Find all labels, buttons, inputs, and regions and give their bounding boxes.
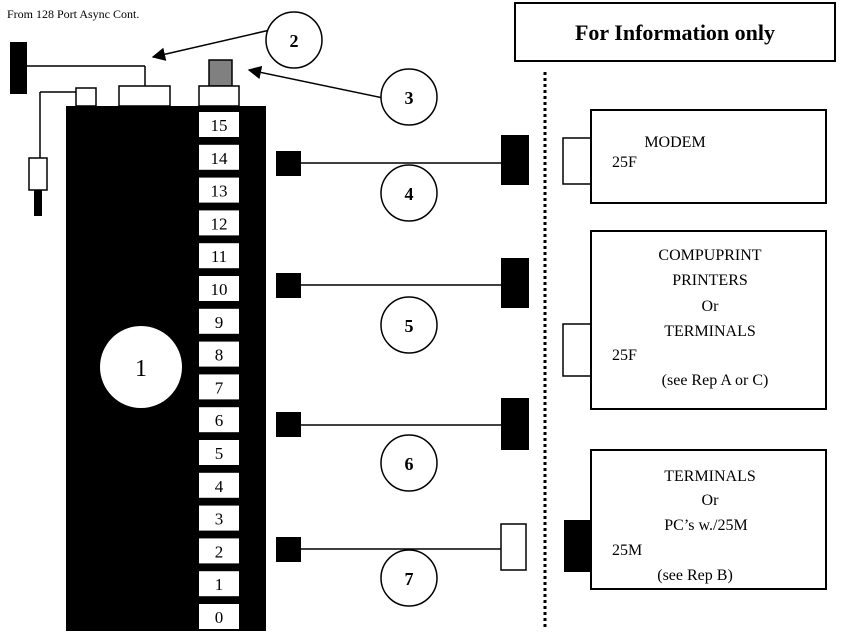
port-label: 12: [211, 214, 228, 233]
port-cell: [199, 341, 239, 367]
controller-input-port: [118, 85, 171, 107]
port-label: 4: [215, 477, 224, 496]
terminals-note: (see Rep B): [657, 567, 733, 584]
port-cell: [199, 604, 239, 629]
callout-6: [380, 434, 438, 492]
terminals-line-2: Or: [702, 492, 720, 509]
port-cell: [199, 538, 239, 564]
port-label: 11: [211, 247, 227, 266]
small-port: [75, 87, 97, 107]
terminator-plug: [28, 157, 48, 191]
info-box: [514, 2, 836, 62]
port-label: 9: [215, 313, 224, 332]
printers-line-1: COMPUPRINT: [658, 247, 761, 264]
terminator-tip: [34, 190, 42, 216]
callout-5-label: 5: [405, 316, 414, 336]
port-cell: [199, 210, 239, 236]
port-label: 0: [215, 608, 224, 627]
printers-port: [562, 323, 592, 377]
port-cell: [199, 308, 239, 334]
modem-box: [590, 109, 827, 204]
printers-line-4: TERMINALS: [664, 323, 756, 340]
port-label: 7: [215, 378, 224, 397]
terminals-box: [590, 449, 827, 590]
printers-line-2: PRINTERS: [672, 272, 748, 289]
cable-4-right-plug: [501, 135, 529, 185]
port-label: 5: [215, 444, 224, 463]
callout-3-label: 3: [405, 88, 414, 108]
cable-5-left-plug: [276, 273, 301, 298]
info-label: For Information only: [575, 20, 775, 45]
cable-7-right-plug: [500, 523, 527, 571]
callout-7-label: 7: [405, 569, 414, 589]
printers-connector: 25F: [612, 347, 637, 364]
callout-6-label: 6: [405, 454, 414, 474]
port-label: 15: [211, 116, 228, 135]
modem-port: [562, 137, 592, 185]
port-label: 8: [215, 346, 224, 365]
port-cell: [199, 407, 239, 433]
modem-label: MODEM: [644, 134, 705, 151]
port-cell: [199, 144, 239, 170]
callout-5: [380, 296, 438, 354]
callout-1-label: 1: [135, 356, 147, 382]
port-label: 13: [211, 182, 228, 201]
port-cell: [199, 112, 239, 137]
cable-5-right-plug: [501, 258, 529, 308]
cable-6-left-plug: [276, 412, 301, 437]
port-cell: [199, 243, 239, 269]
port-label: 6: [215, 411, 224, 430]
callout-2-label: 2: [290, 31, 299, 51]
terminals-line-1: TERMINALS: [664, 468, 756, 485]
cable-7-left-plug: [276, 537, 301, 562]
modem-connector: 25F: [612, 154, 637, 171]
port-cell: [199, 505, 239, 531]
port-cell: [199, 276, 239, 301]
port-label: 3: [215, 510, 224, 529]
arrow-3: [247, 65, 384, 99]
terminals-line-3: PC’s w./25M: [664, 517, 747, 534]
callout-2: [265, 11, 323, 69]
callout-7: [380, 549, 438, 607]
port-label: 1: [215, 575, 224, 594]
port-cell: [199, 440, 239, 465]
printers-note: (see Rep A or C): [662, 372, 769, 389]
source-connector: [10, 42, 27, 94]
callout-3: [380, 68, 438, 126]
callout-4-label: 4: [405, 184, 414, 204]
gray-connector-base: [198, 85, 240, 107]
callout-1: [100, 326, 182, 408]
terminals-port: [564, 520, 592, 572]
cable-6-right-plug: [501, 398, 529, 450]
port-label: 10: [211, 280, 228, 299]
arrow-2: [151, 29, 271, 61]
gray-connector: [208, 59, 233, 87]
port-cell: [199, 472, 239, 498]
terminals-connector: 25M: [612, 542, 642, 559]
callout-4: [380, 164, 438, 222]
port-cell: [199, 177, 239, 203]
port-cell: [199, 571, 239, 597]
cable-4-left-plug: [276, 151, 301, 176]
printers-line-3: Or: [702, 298, 720, 315]
port-cell: [199, 374, 239, 400]
source-caption: From 128 Port Async Cont.: [7, 7, 139, 21]
port-label: 14: [211, 149, 229, 168]
printers-box: [590, 230, 827, 410]
port-label: 2: [215, 542, 224, 561]
